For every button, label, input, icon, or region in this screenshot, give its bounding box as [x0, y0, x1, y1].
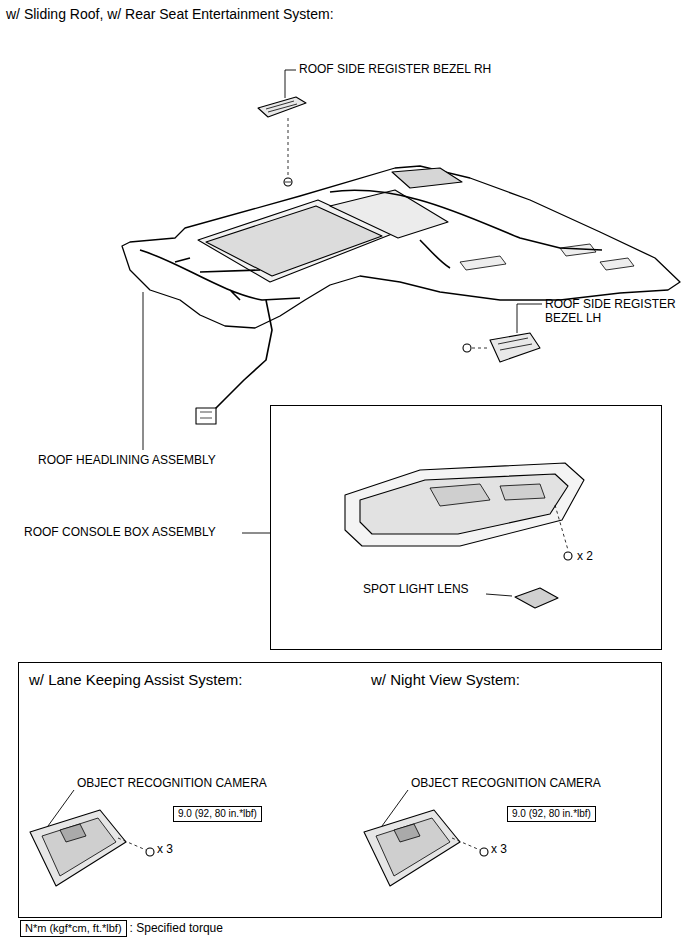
page-title: w/ Sliding Roof, w/ Rear Seat Entertainm…: [6, 6, 334, 22]
part-label: ROOF SIDE REGISTER BEZEL LH: [545, 298, 685, 326]
variant-frame: w/ Lane Keeping Assist System: w/ Night V…: [18, 662, 662, 918]
torque-box: 9.0 (92, 80 in.*lbf): [173, 806, 262, 822]
part-label: SPOT LIGHT LENS: [363, 583, 469, 597]
part-label: ROOF CONSOLE BOX ASSEMBLY: [24, 526, 216, 540]
legend-text: : Specified torque: [130, 922, 223, 936]
quantity-mark: x 3: [157, 843, 173, 857]
part-label: OBJECT RECOGNITION CAMERA: [77, 777, 267, 791]
torque-value: 9.0 (92, 80 in.*lbf): [512, 808, 591, 820]
torque-box: 9.0 (92, 80 in.*lbf): [507, 806, 596, 822]
quantity-mark: x 3: [491, 843, 507, 857]
torque-legend: N*m (kgf*cm, ft.*lbf): Specified torque: [20, 920, 127, 937]
part-label: ROOF HEADLINING ASSEMBLY: [38, 454, 216, 468]
variant-heading: w/ Lane Keeping Assist System:: [29, 671, 242, 688]
quantity-mark: x 2: [577, 550, 593, 564]
part-label: ROOF SIDE REGISTER BEZEL RH: [299, 63, 491, 77]
torque-value: N*m (kgf*cm, ft.*lbf): [25, 922, 122, 935]
inset-frame: x 2 SPOT LIGHT LENS: [270, 405, 662, 650]
torque-value: 9.0 (92, 80 in.*lbf): [178, 808, 257, 820]
part-label: OBJECT RECOGNITION CAMERA: [411, 777, 601, 791]
variant-heading: w/ Night View System:: [371, 671, 520, 688]
